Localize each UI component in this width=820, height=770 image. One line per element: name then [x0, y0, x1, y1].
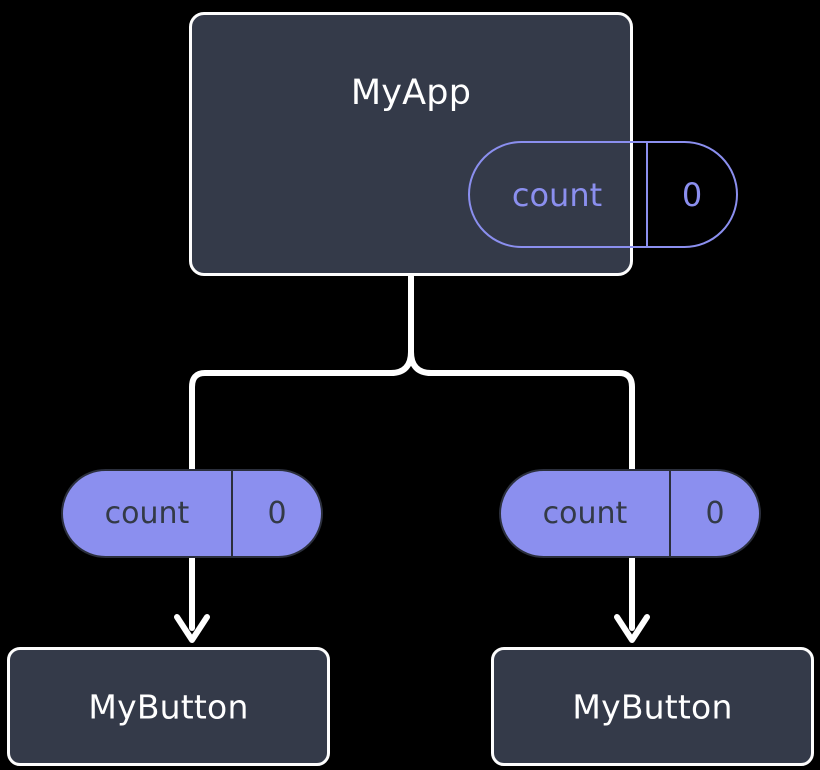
prop-pill-left[interactable]: count 0: [61, 469, 323, 558]
node-mybutton-left-title: MyButton: [88, 687, 249, 726]
state-pill-myapp-value: 0: [681, 175, 703, 214]
node-myapp-title: MyApp: [350, 73, 472, 113]
node-myapp[interactable]: MyApp count 0: [189, 12, 738, 276]
branch-left-wire: [189, 274, 414, 473]
prop-pill-left-value: 0: [267, 496, 287, 531]
state-pill-myapp[interactable]: count 0: [468, 141, 738, 248]
prop-pill-right-key: count: [501, 471, 671, 556]
prop-pill-left-key: count: [63, 471, 233, 556]
node-mybutton-right-title: MyButton: [572, 687, 733, 726]
state-pill-myapp-key: count: [470, 143, 648, 246]
arrow-right-head: [614, 614, 650, 643]
node-mybutton-left[interactable]: MyButton: [7, 647, 330, 766]
arrow-left-head: [174, 614, 210, 643]
branch-right-wire: [408, 274, 635, 473]
node-mybutton-right[interactable]: MyButton: [491, 647, 814, 766]
prop-pill-right[interactable]: count 0: [499, 469, 761, 558]
prop-pill-right-value: 0: [705, 496, 725, 531]
